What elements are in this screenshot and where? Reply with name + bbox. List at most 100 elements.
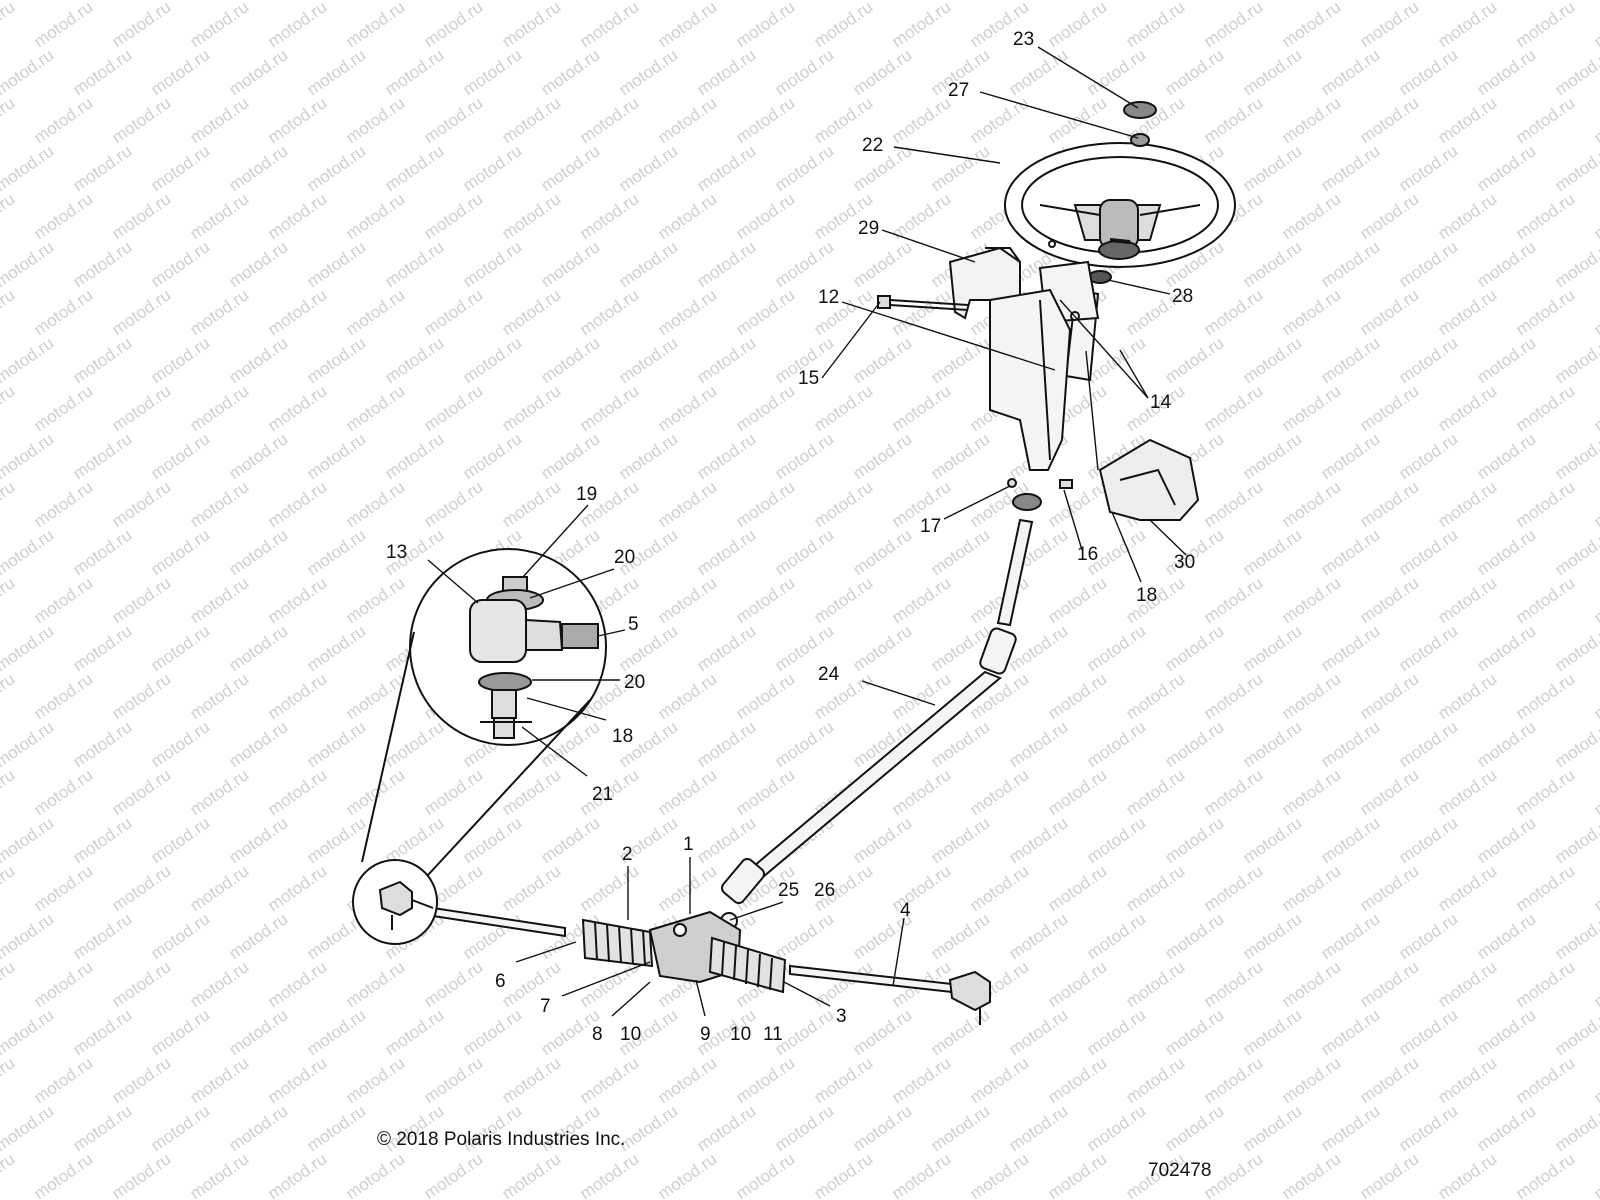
watermark-text: motod.ru bbox=[1044, 957, 1110, 1011]
watermark-text: motod.ru bbox=[1083, 1101, 1149, 1155]
watermark-text: motod.ru bbox=[1356, 1149, 1422, 1200]
watermark-text: motod.ru bbox=[30, 765, 96, 819]
watermark-text: motod.ru bbox=[1044, 669, 1110, 723]
callout-20-upper: 20 bbox=[614, 547, 635, 568]
watermark-text: motod.ru bbox=[342, 285, 408, 339]
watermark-text: motod.ru bbox=[810, 573, 876, 627]
watermark-text: motod.ru bbox=[1356, 93, 1422, 147]
callout-8: 8 bbox=[592, 1024, 603, 1045]
watermark-text: motod.ru bbox=[1551, 45, 1600, 99]
watermark-text: motod.ru bbox=[1590, 189, 1600, 243]
callout-18-lower: 18 bbox=[612, 726, 633, 747]
watermark-text: motod.ru bbox=[264, 189, 330, 243]
watermark-text: motod.ru bbox=[1395, 1005, 1461, 1059]
watermark-text: motod.ru bbox=[576, 1053, 642, 1107]
watermark-text: motod.ru bbox=[108, 861, 174, 915]
watermark-text: motod.ru bbox=[966, 861, 1032, 915]
watermark-text: motod.ru bbox=[1161, 1005, 1227, 1059]
watermark-text: motod.ru bbox=[771, 1101, 837, 1155]
watermark-text: motod.ru bbox=[1590, 669, 1600, 723]
watermark-text: motod.ru bbox=[381, 237, 447, 291]
steering-rack bbox=[432, 906, 991, 1025]
watermark-text: motod.ru bbox=[264, 765, 330, 819]
watermark-text: motod.ru bbox=[303, 525, 369, 579]
watermark-text: motod.ru bbox=[147, 45, 213, 99]
watermark-text: motod.ru bbox=[0, 429, 57, 483]
watermark-text: motod.ru bbox=[1512, 381, 1578, 435]
watermark-text: motod.ru bbox=[0, 909, 57, 963]
watermark-text: motod.ru bbox=[1239, 909, 1305, 963]
callout-23: 23 bbox=[1013, 29, 1034, 50]
watermark-text: motod.ru bbox=[1590, 1149, 1600, 1200]
watermark-text: motod.ru bbox=[303, 429, 369, 483]
watermark-text: motod.ru bbox=[108, 1149, 174, 1200]
watermark-text: motod.ru bbox=[498, 189, 564, 243]
callout-1: 1 bbox=[683, 834, 694, 855]
tie-rod-end-detail bbox=[361, 548, 607, 876]
callout-17: 17 bbox=[920, 516, 941, 537]
callout-10-right: 10 bbox=[730, 1024, 751, 1045]
watermark-text: motod.ru bbox=[1434, 765, 1500, 819]
watermark-text: motod.ru bbox=[1512, 477, 1578, 531]
watermark-text: motod.ru bbox=[420, 1053, 486, 1107]
watermark-text: motod.ru bbox=[1512, 861, 1578, 915]
watermark-text: motod.ru bbox=[69, 1005, 135, 1059]
watermark-text: motod.ru bbox=[693, 333, 759, 387]
watermark-text: motod.ru bbox=[732, 669, 798, 723]
watermark-text: motod.ru bbox=[303, 333, 369, 387]
watermark-text: motod.ru bbox=[1122, 0, 1188, 51]
drawing-number: 702478 bbox=[1148, 1160, 1212, 1181]
watermark-text: motod.ru bbox=[1434, 0, 1500, 51]
watermark-text: motod.ru bbox=[1278, 861, 1344, 915]
watermark-text: motod.ru bbox=[1473, 1101, 1539, 1155]
watermark-text: motod.ru bbox=[1278, 765, 1344, 819]
watermark-text: motod.ru bbox=[1317, 1101, 1383, 1155]
watermark-text: motod.ru bbox=[225, 717, 291, 771]
watermark-text: motod.ru bbox=[888, 765, 954, 819]
watermark-text: motod.ru bbox=[0, 621, 57, 675]
watermark-text: motod.ru bbox=[1161, 909, 1227, 963]
watermark-text: motod.ru bbox=[0, 0, 18, 51]
watermark-text: motod.ru bbox=[381, 141, 447, 195]
watermark-text: motod.ru bbox=[0, 285, 18, 339]
watermark-text: motod.ru bbox=[1473, 237, 1539, 291]
watermark-text: motod.ru bbox=[459, 1005, 525, 1059]
watermark-text: motod.ru bbox=[1590, 285, 1600, 339]
watermark-text: motod.ru bbox=[225, 621, 291, 675]
watermark-text: motod.ru bbox=[1395, 141, 1461, 195]
callout-30: 30 bbox=[1174, 552, 1195, 573]
watermark-text: motod.ru bbox=[186, 765, 252, 819]
watermark-text: motod.ru bbox=[576, 957, 642, 1011]
watermark-text: motod.ru bbox=[654, 1053, 720, 1107]
watermark-text: motod.ru bbox=[264, 93, 330, 147]
watermark-text: motod.ru bbox=[30, 93, 96, 147]
watermark-text: motod.ru bbox=[0, 237, 57, 291]
watermark-text: motod.ru bbox=[30, 957, 96, 1011]
steering-column bbox=[989, 238, 1131, 471]
watermark-text: motod.ru bbox=[1122, 861, 1188, 915]
watermark-text: motod.ru bbox=[927, 813, 993, 867]
watermark-text: motod.ru bbox=[225, 909, 291, 963]
watermark-text: motod.ru bbox=[342, 93, 408, 147]
watermark-text: motod.ru bbox=[1356, 957, 1422, 1011]
watermark-text: motod.ru bbox=[30, 861, 96, 915]
callout-5: 5 bbox=[628, 614, 639, 635]
watermark-text: motod.ru bbox=[1356, 861, 1422, 915]
watermark-text: motod.ru bbox=[498, 1149, 564, 1200]
watermark-text: motod.ru bbox=[30, 189, 96, 243]
watermark-text: motod.ru bbox=[108, 189, 174, 243]
watermark-text: motod.ru bbox=[576, 0, 642, 51]
watermark-text: motod.ru bbox=[927, 1005, 993, 1059]
callout-11: 11 bbox=[763, 1024, 783, 1045]
watermark-text: motod.ru bbox=[0, 861, 18, 915]
watermark-text: motod.ru bbox=[1239, 1101, 1305, 1155]
watermark-text: motod.ru bbox=[69, 909, 135, 963]
watermark-text: motod.ru bbox=[771, 909, 837, 963]
watermark-text: motod.ru bbox=[1434, 93, 1500, 147]
watermark-text: motod.ru bbox=[147, 1005, 213, 1059]
watermark-text: motod.ru bbox=[420, 765, 486, 819]
watermark-text: motod.ru bbox=[849, 525, 915, 579]
watermark-text: motod.ru bbox=[849, 1101, 915, 1155]
callout-10-left: 10 bbox=[620, 1024, 641, 1045]
